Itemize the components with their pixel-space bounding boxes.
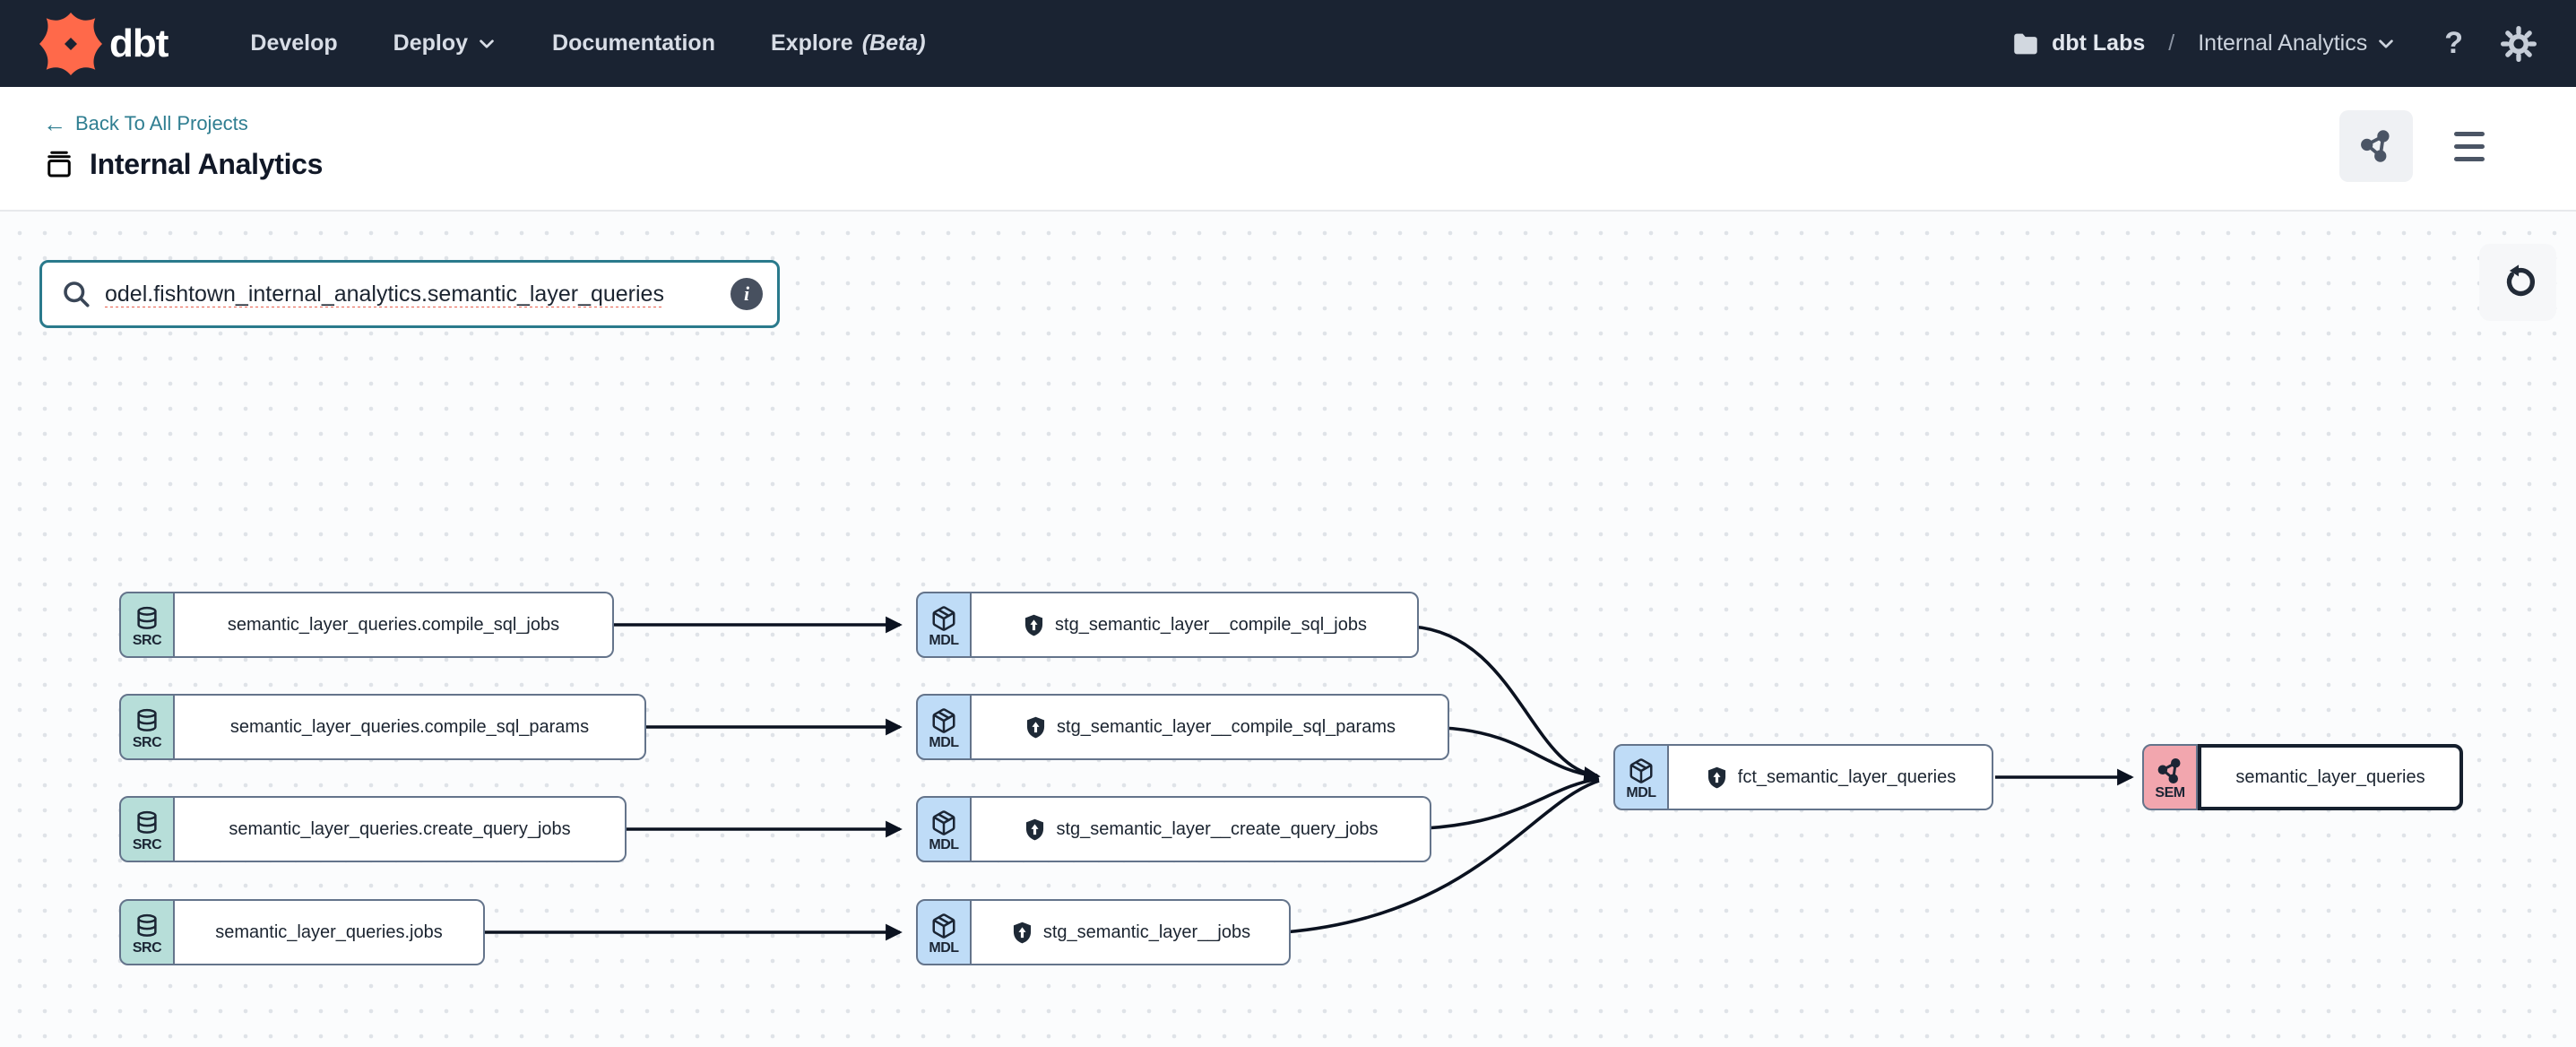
- nav-documentation[interactable]: Documentation: [552, 30, 715, 56]
- graph-node-model[interactable]: MDL stg_semantic_layer__jobs: [916, 899, 1291, 965]
- node-type-badge: MDL: [916, 694, 972, 760]
- chevron-down-icon: [477, 34, 497, 54]
- shield-icon: [1022, 613, 1046, 637]
- top-navbar: dbt Develop Deploy Documentation Explore…: [0, 0, 2576, 87]
- database-icon: [134, 605, 160, 632]
- main-nav: Develop Deploy Documentation Explore (Be…: [250, 30, 925, 56]
- database-icon: [134, 707, 160, 734]
- nav-deploy[interactable]: Deploy: [393, 30, 497, 56]
- database-icon: [134, 809, 160, 836]
- info-icon[interactable]: i: [730, 278, 763, 310]
- graph-node-model[interactable]: MDL fct_semantic_layer_queries: [1613, 744, 1993, 810]
- beta-tag: (Beta): [861, 30, 926, 56]
- node-label: semantic_layer_queries: [2235, 766, 2425, 787]
- graph-node-model[interactable]: MDL stg_semantic_layer__compile_sql_para…: [916, 694, 1449, 760]
- shield-icon: [1705, 766, 1729, 790]
- node-type-badge: SRC: [119, 592, 175, 658]
- folder-icon: [2010, 29, 2041, 59]
- node-label: semantic_layer_queries.compile_sql_jobs: [227, 614, 560, 635]
- back-to-projects-link[interactable]: ← Back To All Projects: [43, 110, 248, 137]
- node-label: semantic_layer_queries.create_query_jobs: [229, 818, 571, 839]
- reset-view-button[interactable]: [2479, 244, 2556, 321]
- graph-node-semantic-model[interactable]: SEM semantic_layer_queries: [2142, 744, 2463, 810]
- lineage-icon: [2359, 129, 2393, 163]
- help-button[interactable]: ?: [2444, 26, 2463, 60]
- node-label: fct_semantic_layer_queries: [1737, 766, 1957, 787]
- dbt-logo[interactable]: dbt: [39, 13, 169, 75]
- graph-node-source[interactable]: SRC semantic_layer_queries.compile_sql_p…: [119, 694, 646, 760]
- shield-icon: [1024, 715, 1048, 740]
- page-title: Internal Analytics: [90, 148, 324, 180]
- graph-node-source[interactable]: SRC semantic_layer_queries.compile_sql_j…: [119, 592, 614, 658]
- cube-icon: [930, 913, 957, 939]
- node-label: stg_semantic_layer__compile_sql_jobs: [1055, 614, 1367, 635]
- nav-develop[interactable]: Develop: [250, 30, 338, 56]
- page-header: ← Back To All Projects Internal Analytic…: [0, 87, 2576, 212]
- navbar-right: dbt Labs / Internal Analytics ?: [2010, 26, 2537, 62]
- node-type-badge: SEM: [2142, 744, 2198, 810]
- header-actions: [2339, 110, 2490, 182]
- lineage-view-button[interactable]: [2339, 110, 2413, 182]
- shield-icon: [1023, 818, 1047, 842]
- node-label: semantic_layer_queries.compile_sql_param…: [229, 716, 590, 737]
- graph-node-model[interactable]: MDL stg_semantic_layer__compile_sql_jobs: [916, 592, 1419, 658]
- node-type-badge: MDL: [916, 899, 972, 965]
- cube-icon: [1628, 757, 1655, 784]
- graph-node-model[interactable]: MDL stg_semantic_layer__create_query_job…: [916, 796, 1431, 862]
- node-label: semantic_layer_queries.jobs: [215, 922, 443, 942]
- reset-icon: [2499, 264, 2537, 301]
- breadcrumb-separator: /: [2168, 30, 2175, 56]
- node-type-badge: SRC: [119, 694, 175, 760]
- back-arrow-icon: ←: [43, 110, 66, 137]
- chevron-down-icon: [2376, 34, 2396, 54]
- dbt-logo-icon: [39, 13, 102, 75]
- graph-node-source[interactable]: SRC semantic_layer_queries.jobs: [119, 899, 485, 965]
- project-icon: [43, 149, 75, 181]
- menu-button[interactable]: [2449, 126, 2490, 167]
- graph-node-source[interactable]: SRC semantic_layer_queries.create_query_…: [119, 796, 627, 862]
- node-type-badge: SRC: [119, 796, 175, 862]
- dbt-logo-text: dbt: [109, 21, 169, 65]
- settings-gear-icon[interactable]: [2501, 26, 2537, 62]
- node-type-badge: SRC: [119, 899, 175, 965]
- cube-icon: [930, 809, 957, 836]
- node-type-badge: MDL: [1613, 744, 1669, 810]
- node-label: stg_semantic_layer__create_query_jobs: [1056, 818, 1379, 839]
- cube-icon: [930, 707, 957, 734]
- nav-explore[interactable]: Explore (Beta): [770, 30, 926, 56]
- database-icon: [134, 913, 160, 939]
- node-type-badge: MDL: [916, 796, 972, 862]
- node-label: stg_semantic_layer__jobs: [1042, 922, 1251, 942]
- lineage-search-input[interactable]: odel.fishtown_internal_analytics.semanti…: [39, 260, 780, 328]
- search-icon: [60, 278, 92, 310]
- shield-icon: [1010, 921, 1034, 945]
- cube-icon: [930, 605, 957, 632]
- project-switcher[interactable]: Internal Analytics: [2198, 30, 2396, 56]
- search-value: odel.fishtown_internal_analytics.semanti…: [105, 281, 664, 307]
- account-switcher[interactable]: dbt Labs: [2010, 29, 2145, 59]
- semantic-model-icon: [2157, 757, 2183, 784]
- node-type-badge: MDL: [916, 592, 972, 658]
- node-label: stg_semantic_layer__compile_sql_params: [1057, 716, 1396, 737]
